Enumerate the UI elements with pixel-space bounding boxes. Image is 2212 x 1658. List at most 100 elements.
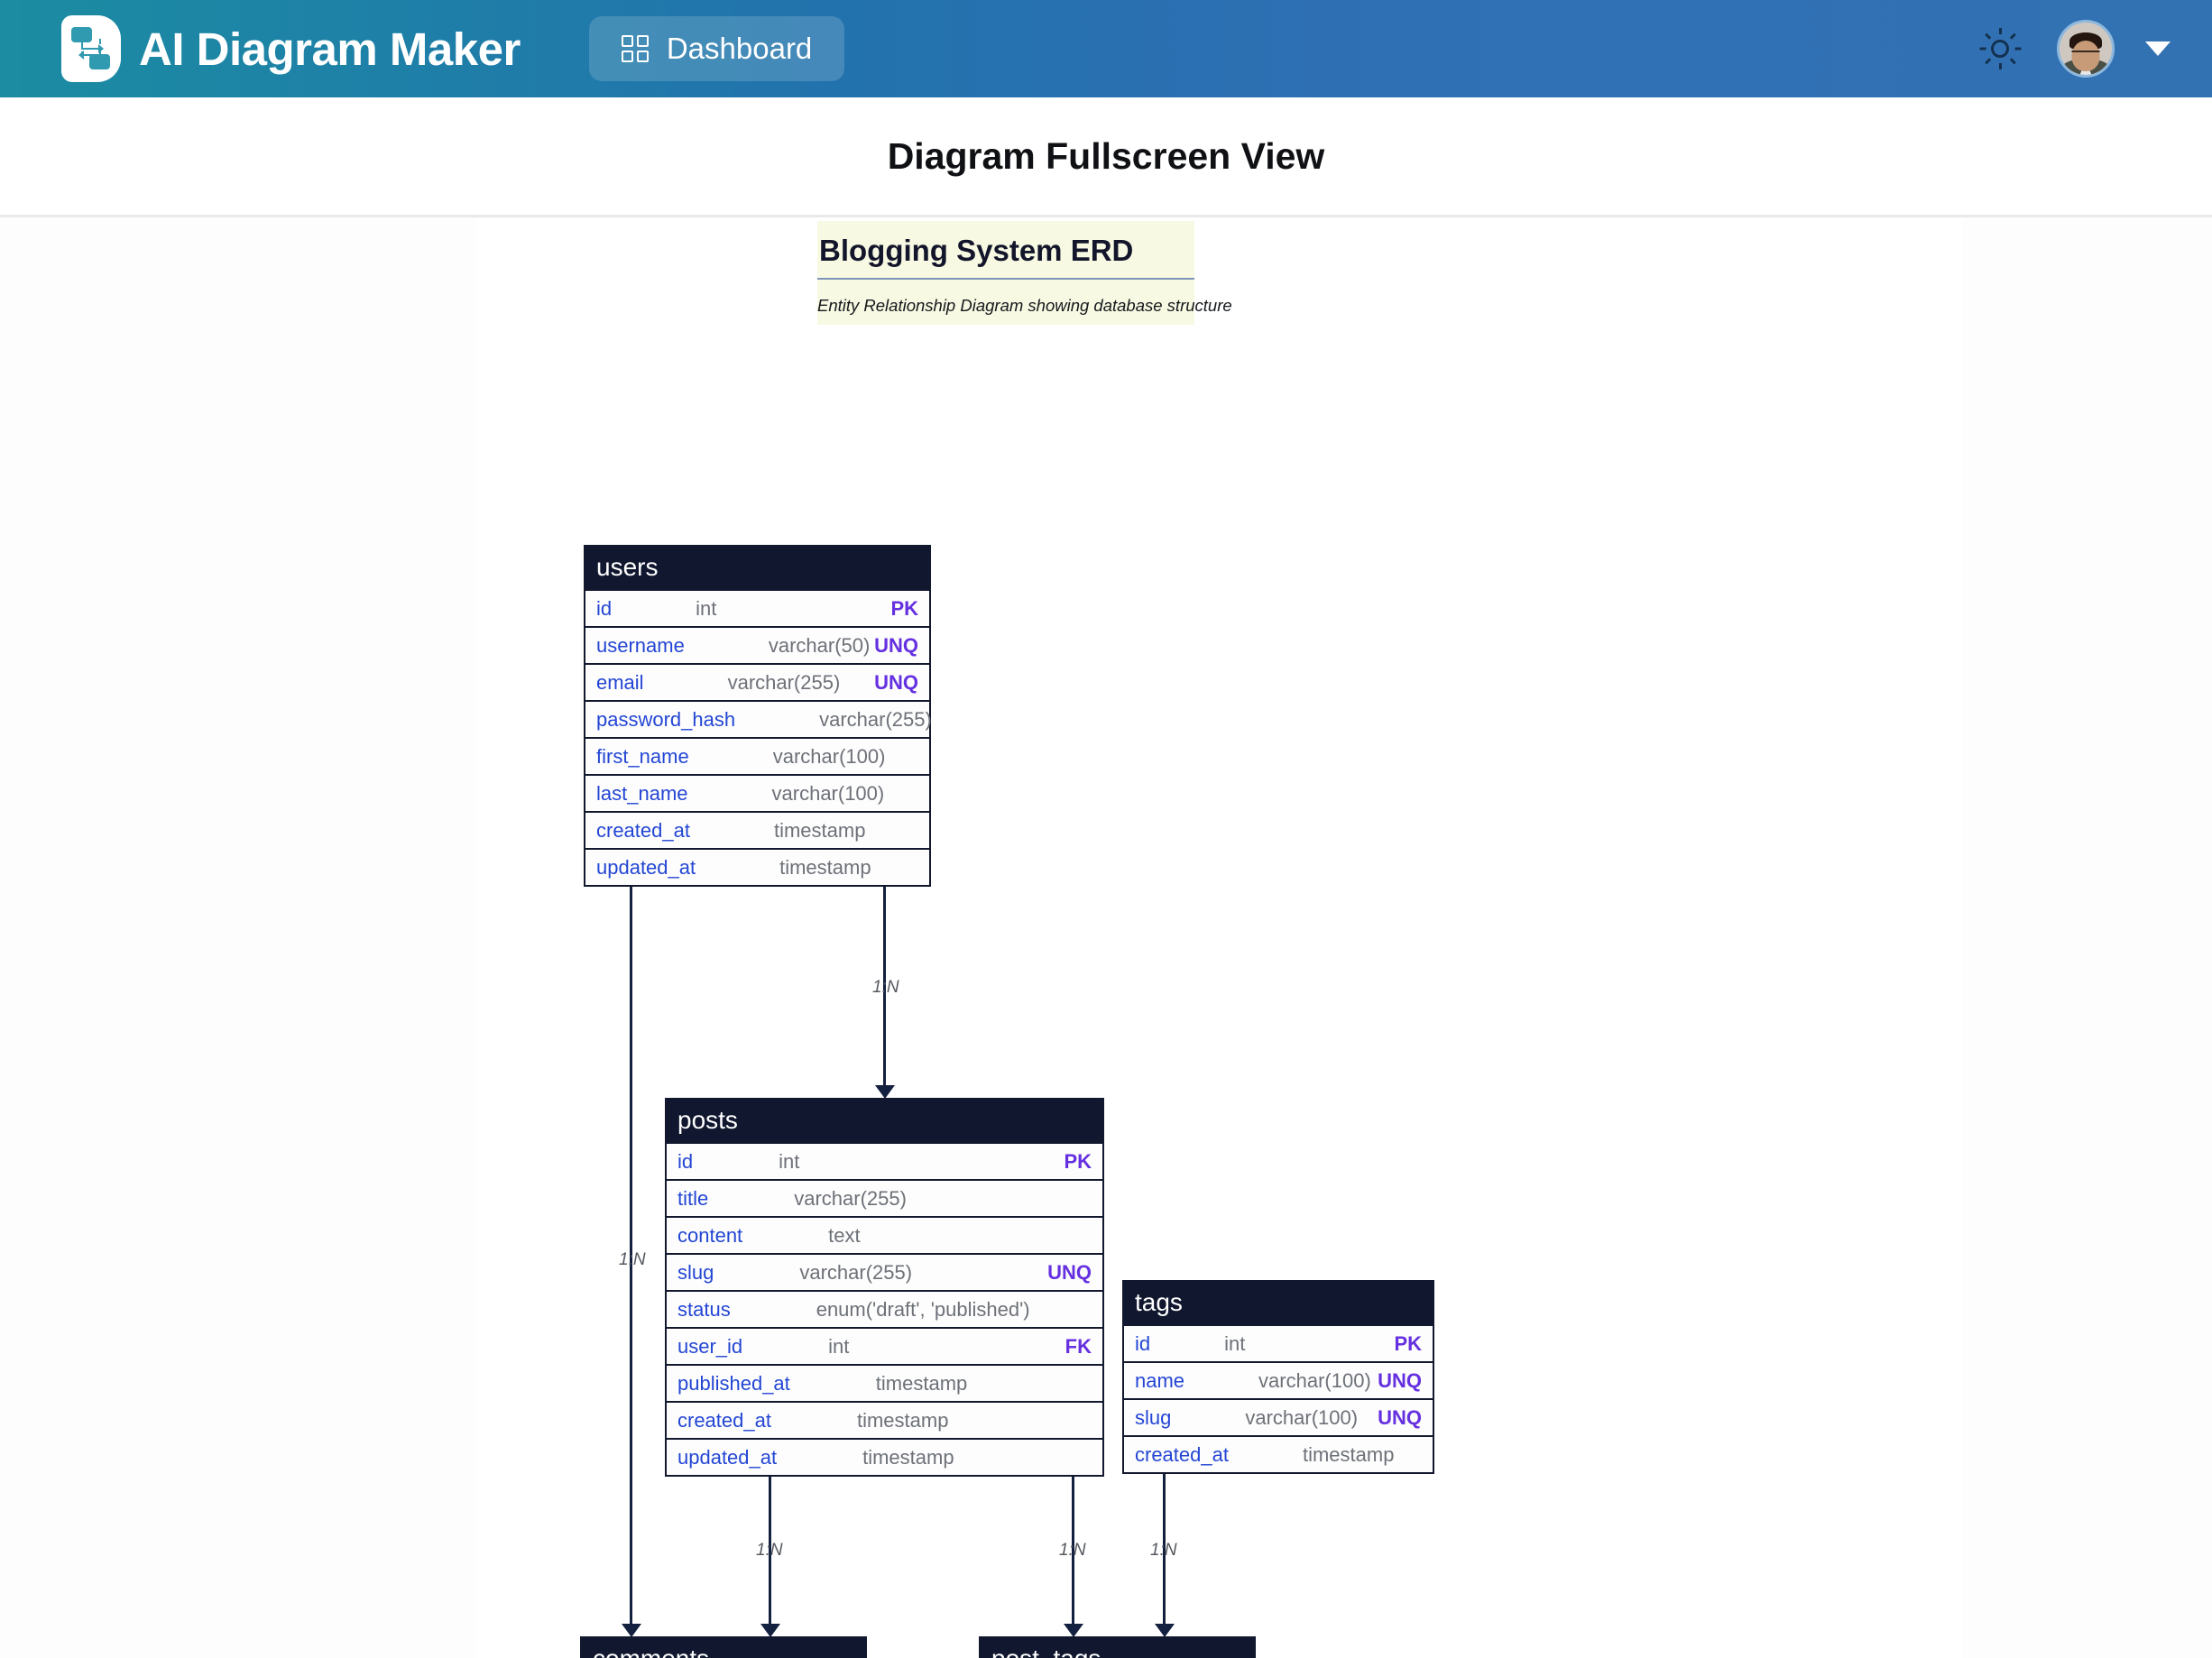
erd-table-header: users bbox=[585, 547, 929, 590]
erd-column-row: slug varchar(100) UNQ bbox=[1124, 1398, 1433, 1436]
erd-table-header: tags bbox=[1124, 1282, 1433, 1325]
erd-column-type: int bbox=[828, 1334, 850, 1358]
diagram-canvas[interactable]: Blogging System ERD Entity Relationship … bbox=[0, 217, 2212, 1658]
erd-column-row: id int PK bbox=[1124, 1324, 1433, 1362]
brand: AI Diagram Maker bbox=[61, 15, 521, 82]
diagram-title: Blogging System ERD bbox=[819, 234, 1134, 267]
relationship-line-posts-post_tags bbox=[1072, 1462, 1074, 1631]
erd-table-post_tags[interactable]: post_tagspost_idintFKtag_idintFKcreated_… bbox=[979, 1636, 1256, 1658]
erd-column-key: PK bbox=[890, 596, 918, 620]
relationship-arrow-users-comments bbox=[622, 1624, 641, 1637]
erd-column-type: varchar(255) bbox=[727, 670, 841, 694]
erd-column-name: username bbox=[596, 633, 685, 657]
erd-column-row: created_at timestamp bbox=[667, 1401, 1102, 1439]
erd-column-row: first_name varchar(100) bbox=[585, 737, 929, 775]
erd-table-header: posts bbox=[667, 1100, 1102, 1143]
erd-column-name: first_name bbox=[596, 744, 689, 768]
erd-column-type: varchar(255) bbox=[794, 1186, 907, 1210]
erd-column-key: UNQ bbox=[874, 670, 918, 694]
relationship-label-posts-post_tags: 1:N bbox=[1059, 1541, 1086, 1560]
relationship-arrow-posts-comments bbox=[760, 1624, 780, 1637]
diagram-logo-icon bbox=[61, 15, 121, 82]
relationship-arrow-tags-post_tags bbox=[1155, 1624, 1175, 1637]
erd-column-type: varchar(255) bbox=[819, 707, 932, 731]
erd-column-name: slug bbox=[1135, 1405, 1172, 1429]
erd-column-key: UNQ bbox=[874, 633, 918, 657]
erd-column-type: varchar(100) bbox=[772, 744, 886, 768]
erd-column-name: status bbox=[677, 1297, 731, 1321]
erd-column-type: varchar(100) bbox=[771, 781, 885, 805]
erd-column-row: last_name varchar(100) bbox=[585, 774, 929, 812]
erd-column-type: int bbox=[779, 1149, 800, 1173]
app-header: AI Diagram Maker Dashboard bbox=[0, 0, 2212, 97]
sun-icon[interactable] bbox=[1979, 28, 2022, 69]
erd-column-name: last_name bbox=[596, 781, 688, 805]
erd-column-name: content bbox=[677, 1223, 743, 1247]
erd-column-name: id bbox=[596, 596, 613, 620]
user-avatar[interactable] bbox=[2057, 20, 2115, 78]
erd-table-comments[interactable]: commentsidintPKcontenttextpost_idintFKus… bbox=[580, 1636, 867, 1658]
erd-table-header: comments bbox=[582, 1638, 865, 1658]
erd-column-name: password_hash bbox=[596, 707, 736, 731]
erd-column-type: timestamp bbox=[856, 1408, 949, 1432]
dashboard-button[interactable]: Dashboard bbox=[588, 16, 845, 81]
erd-table-tags[interactable]: tags id int PK name varchar(100) UNQ slug varcha… bbox=[1122, 1280, 1434, 1475]
erd-table-header: post_tags bbox=[981, 1638, 1254, 1658]
erd-column-row: user_id int FK bbox=[667, 1327, 1102, 1365]
erd-column-type: text bbox=[828, 1223, 861, 1247]
erd-column-row: password_hash varchar(255) bbox=[585, 700, 932, 738]
erd-column-row: name varchar(100) UNQ bbox=[1124, 1361, 1433, 1399]
relationship-line-users-comments bbox=[630, 640, 632, 1631]
erd-column-name: slug bbox=[677, 1260, 714, 1284]
erd-column-name: updated_at bbox=[596, 855, 696, 879]
diagram-title-block: Blogging System ERD Entity Relationship … bbox=[817, 221, 1232, 325]
relationship-label-users-posts: 1:N bbox=[872, 978, 899, 997]
erd-column-name: created_at bbox=[596, 818, 690, 842]
erd-column-name: user_id bbox=[677, 1334, 743, 1358]
erd-column-row: content text bbox=[667, 1216, 1102, 1254]
erd-column-name: name bbox=[1135, 1368, 1185, 1392]
erd-column-row: title varchar(255) bbox=[667, 1179, 1102, 1217]
diagram-title-rule bbox=[817, 277, 1194, 280]
erd-column-name: created_at bbox=[1135, 1442, 1229, 1466]
erd-column-key: PK bbox=[1394, 1331, 1422, 1355]
erd-column-name: created_at bbox=[677, 1408, 771, 1432]
page-title: Diagram Fullscreen View bbox=[887, 134, 1325, 177]
grid-icon bbox=[621, 35, 649, 62]
diagram-subtitle: Entity Relationship Diagram showing data… bbox=[817, 295, 1232, 315]
erd-column-name: id bbox=[677, 1149, 694, 1173]
brand-name: AI Diagram Maker bbox=[139, 23, 521, 75]
erd-column-row: updated_at timestamp bbox=[667, 1438, 1102, 1476]
erd-column-key: FK bbox=[1065, 1334, 1092, 1358]
erd-column-row: updated_at timestamp bbox=[585, 848, 929, 886]
erd-column-name: id bbox=[1135, 1331, 1151, 1355]
erd-column-type: int bbox=[1224, 1331, 1246, 1355]
relationship-arrow-posts-post_tags bbox=[1064, 1624, 1083, 1637]
erd-column-name: email bbox=[596, 670, 644, 694]
erd-column-type: varchar(50) bbox=[768, 633, 871, 657]
erd-column-type: timestamp bbox=[862, 1445, 954, 1469]
erd-column-name: title bbox=[677, 1186, 709, 1210]
erd-column-key: UNQ bbox=[1378, 1405, 1422, 1429]
erd-column-type: varchar(255) bbox=[799, 1260, 913, 1284]
erd-column-key: UNQ bbox=[1378, 1368, 1422, 1392]
erd-column-name: updated_at bbox=[677, 1445, 778, 1469]
erd-column-name: published_at bbox=[677, 1371, 790, 1395]
erd-column-type: timestamp bbox=[779, 855, 871, 879]
header-actions bbox=[1979, 20, 2171, 78]
relationship-label-tags-post_tags: 1:N bbox=[1150, 1541, 1177, 1560]
relationship-line-posts-comments bbox=[769, 1462, 771, 1631]
chevron-down-icon[interactable] bbox=[2145, 41, 2171, 56]
erd-column-type: varchar(100) bbox=[1245, 1405, 1359, 1429]
dashboard-button-label: Dashboard bbox=[666, 32, 813, 65]
erd-column-type: varchar(100) bbox=[1258, 1368, 1371, 1392]
relationship-label-posts-comments: 1:N bbox=[756, 1541, 783, 1560]
